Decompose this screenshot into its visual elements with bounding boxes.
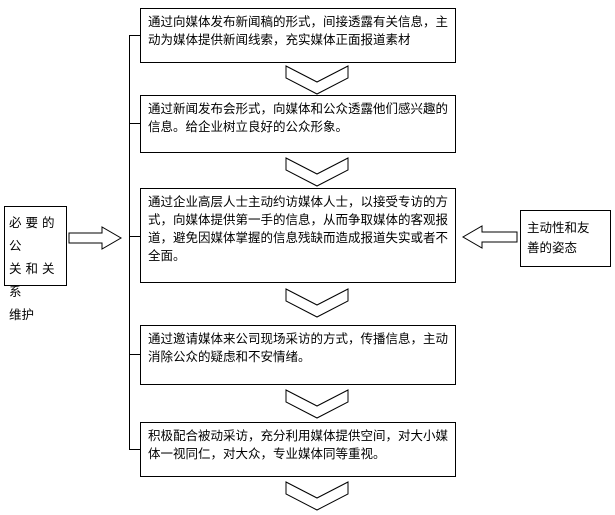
connector-stub — [129, 354, 141, 355]
flow-step-press-release: 通过向媒体发布新闻稿的形式，间接透露有关信息，主动为媒体提供新闻线索，充实媒体正… — [140, 8, 456, 63]
connector-stub — [129, 35, 141, 36]
down-chevron-arrow-icon — [285, 157, 349, 187]
down-chevron-arrow-icon — [285, 389, 349, 419]
connector-stub — [129, 123, 141, 124]
down-chevron-arrow-icon — [285, 65, 349, 95]
left-annotation-box: 必 要 的 公 关 和 关 系 维护 — [4, 206, 67, 322]
flow-step-press-conference: 通过新闻发布会形式，向媒体和公众透露他们感兴趣的信息。给企业树立良好的公众形象。 — [140, 95, 456, 153]
down-chevron-arrow-icon — [285, 288, 349, 318]
right-block-arrow-icon — [68, 226, 122, 250]
left-block-arrow-icon — [462, 225, 518, 249]
flow-step-executive-interview: 通过企业高层人士主动约访媒体人士，以接受专访的方式，向媒体提供第一手的信息，从而… — [140, 188, 456, 283]
flow-step-onsite-interview: 通过邀请媒体来公司现场采访的方式，传播信息，主动消除公众的疑虑和不安情绪。 — [140, 325, 456, 385]
flow-step-passive-interview: 积极配合被动采访，充分利用媒体提供空间，对大小媒体一视同仁，对大众，专业媒体同等… — [140, 422, 456, 477]
right-annotation-box: 主动性和友 善的姿态 — [520, 210, 611, 267]
connector-stub — [129, 449, 141, 450]
down-chevron-arrow-icon — [285, 481, 349, 511]
connector-bracket-line — [129, 35, 130, 450]
connector-stub — [129, 236, 141, 237]
